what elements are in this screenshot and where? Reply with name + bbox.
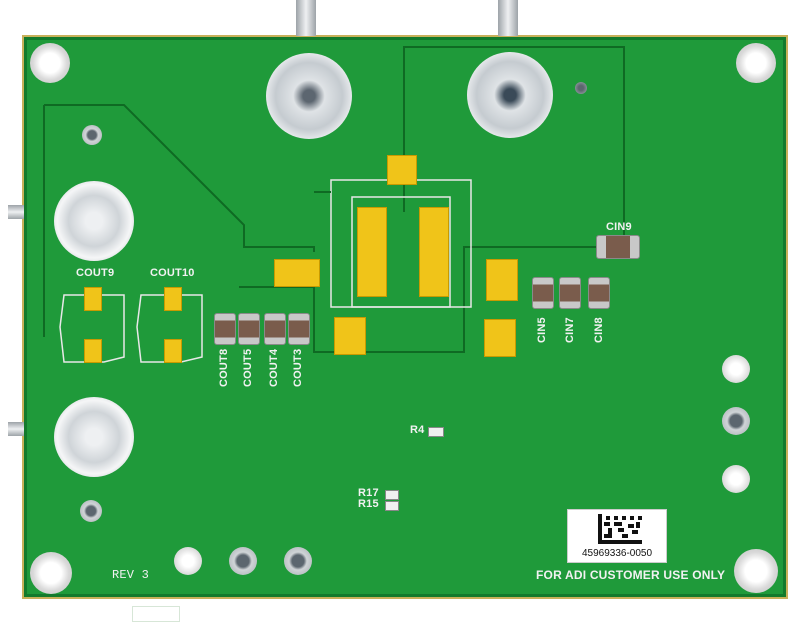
pcb-board: COUT9 COUT10 COUT8 COUT5 COUT4 COUT3 CIN… <box>22 35 788 622</box>
capacitor-cout3 <box>288 313 310 345</box>
datamatrix-code <box>598 514 642 544</box>
label-r15: R15 <box>358 498 379 510</box>
capacitor-cin5 <box>532 277 554 309</box>
serial-label: 45969336-0050 <box>567 509 667 563</box>
test-point <box>174 547 202 575</box>
footer-text: FOR ADI CUSTOMER USE ONLY <box>536 568 726 582</box>
side-pin-lower <box>8 422 24 436</box>
capacitor-cout5 <box>238 313 260 345</box>
fet-pad <box>334 317 366 355</box>
terminal-top-right <box>467 52 553 138</box>
label-cin9: CIN9 <box>606 221 632 233</box>
test-point <box>284 547 312 575</box>
mounting-hole-top-right <box>736 43 776 83</box>
test-point <box>575 82 587 94</box>
fet-pad <box>486 259 518 301</box>
test-point <box>722 355 750 383</box>
cout10-pad-bottom <box>164 339 182 363</box>
capacitor-cin7 <box>559 277 581 309</box>
label-r4: R4 <box>410 424 425 436</box>
sma-connector-top-left <box>296 0 316 36</box>
revision-box <box>132 606 180 622</box>
label-r17: R17 <box>358 487 379 499</box>
label-cin8: CIN8 <box>593 317 605 343</box>
label-cout10: COUT10 <box>150 267 195 279</box>
capacitor-cin9 <box>596 235 640 259</box>
capacitor-cin8 <box>588 277 610 309</box>
label-cin7: CIN7 <box>564 317 576 343</box>
terminal-left-lower <box>54 397 134 477</box>
label-cout4: COUT4 <box>268 348 280 387</box>
mounting-hole-top-left <box>30 43 70 83</box>
label-cin5: CIN5 <box>536 317 548 343</box>
test-point <box>80 500 102 522</box>
terminal-left-upper <box>54 181 134 261</box>
label-cout9: COUT9 <box>76 267 115 279</box>
cout9-pad-top <box>84 287 102 311</box>
silkscreen-outlines <box>43 46 625 363</box>
revision-label: REV 3 <box>112 568 150 582</box>
resistor-r15 <box>385 501 399 511</box>
resistor-r17 <box>385 490 399 500</box>
side-pin-upper <box>8 205 24 219</box>
label-cout8: COUT8 <box>218 348 230 387</box>
inductor-pad-left <box>357 207 387 297</box>
inductor-pad-top <box>387 155 417 185</box>
test-point <box>229 547 257 575</box>
sma-connector-top-right <box>498 0 518 36</box>
fet-pad <box>274 259 320 287</box>
label-cout3: COUT3 <box>292 348 304 387</box>
test-point <box>722 407 750 435</box>
resistor-r4 <box>428 427 444 437</box>
terminal-top-center <box>266 53 352 139</box>
test-point <box>722 465 750 493</box>
test-point <box>82 125 102 145</box>
capacitor-cout8 <box>214 313 236 345</box>
fet-pad <box>484 319 516 357</box>
inductor-pad-right <box>419 207 449 297</box>
cout10-pad-top <box>164 287 182 311</box>
cout9-pad-bottom <box>84 339 102 363</box>
mounting-hole-bottom-left <box>30 552 72 594</box>
capacitor-cout4 <box>264 313 286 345</box>
mounting-hole-bottom-right <box>734 549 778 593</box>
label-cout5: COUT5 <box>242 348 254 387</box>
serial-number: 45969336-0050 <box>581 548 653 559</box>
